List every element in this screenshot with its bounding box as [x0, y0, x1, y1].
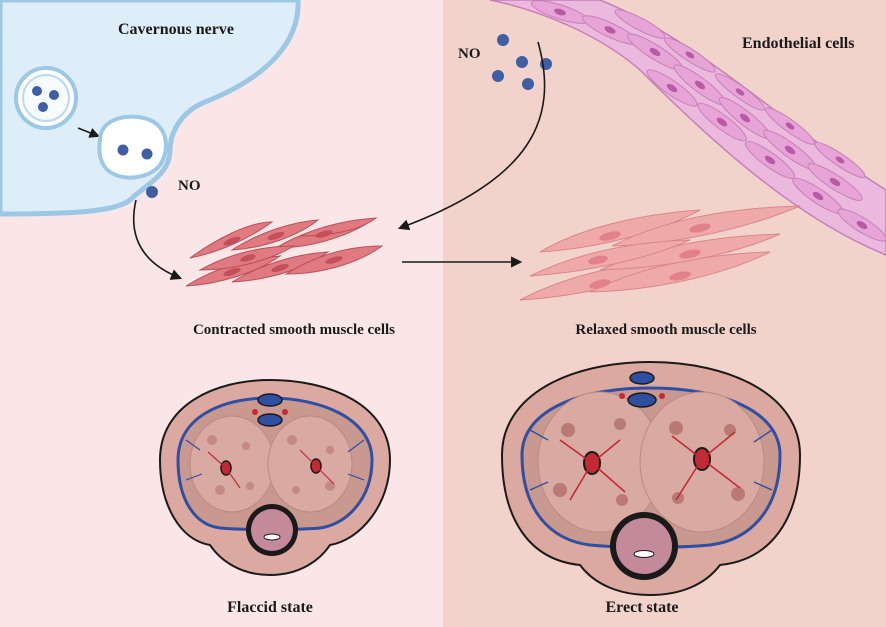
no-molecule — [117, 144, 129, 156]
no-molecule — [38, 102, 48, 112]
endothelial-band — [489, 0, 886, 256]
no-molecule — [522, 78, 534, 90]
endothelial-layer: Endothelial cells — [489, 0, 886, 256]
label-no-right: NO — [458, 46, 481, 62]
flaccid-corpus-right — [267, 415, 353, 513]
no-molecule — [516, 56, 528, 68]
flaccid-sinusoids — [207, 435, 335, 495]
no-molecule — [49, 90, 59, 100]
release-pore — [97, 114, 168, 180]
flaccid-vein-branches — [185, 439, 365, 481]
erect-vein-branches — [529, 429, 773, 491]
endothelial-nuclei — [554, 8, 868, 230]
arrow-endothelium-to-muscle — [397, 41, 546, 231]
label-no-left: NO — [178, 178, 201, 194]
erect-dorsal-artery — [619, 393, 625, 399]
erect-sinusoids — [553, 418, 745, 506]
erect-dorsal-artery — [659, 393, 665, 399]
flaccid-cross-section: Flaccid state — [158, 378, 392, 616]
nerve-terminal — [0, 0, 301, 217]
no-molecule — [146, 186, 158, 198]
label-cavernous-nerve: Cavernous nerve — [118, 21, 234, 38]
no-cluster-right — [492, 34, 552, 90]
flaccid-artery-branches — [207, 449, 335, 489]
no-molecule — [32, 86, 42, 96]
erect-artery-branches — [559, 431, 741, 501]
label-flaccid: Flaccid state — [227, 599, 313, 616]
contracted-muscle-nuclei — [223, 230, 343, 276]
no-molecule — [497, 34, 509, 46]
flaccid-spongiosum — [251, 509, 293, 551]
no-molecule — [141, 148, 153, 160]
flaccid-corpus-left — [189, 415, 275, 513]
flaccid-dorsal-artery — [282, 409, 288, 415]
erect-deep-vein — [627, 392, 657, 408]
label-relaxed: Relaxed smooth muscle cells — [575, 322, 756, 338]
erect-urethra — [633, 550, 655, 558]
relaxed-muscle-nuclei — [588, 223, 711, 289]
flaccid-urethra — [263, 533, 281, 541]
no-molecule — [492, 70, 504, 82]
erect-cross-section: Erect state — [500, 360, 802, 616]
flaccid-dorsal-vein — [257, 393, 283, 407]
arrow-nerve-to-muscle — [132, 199, 183, 280]
flaccid-dorsal-artery — [252, 409, 258, 415]
label-endothelial-cells: Endothelial cells — [742, 35, 854, 52]
synaptic-vesicle-inner — [22, 74, 70, 122]
cavernous-nerve: Cavernous nerve NO — [0, 0, 301, 217]
erect-spongiosum — [616, 518, 672, 574]
label-contracted: Contracted smooth muscle cells — [193, 322, 395, 338]
erect-dorsal-vein — [629, 371, 655, 385]
label-erect: Erect state — [606, 599, 679, 616]
vesicle-release-arrow — [77, 127, 100, 138]
flaccid-deep-vein — [257, 413, 283, 427]
